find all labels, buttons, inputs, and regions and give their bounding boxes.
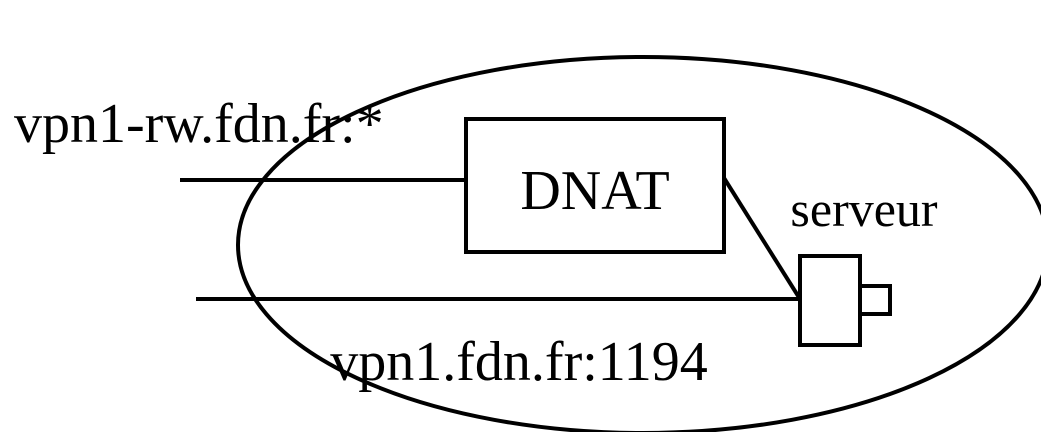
server-label: serveur [790,181,937,237]
rw-endpoint-label: vpn1-rw.fdn.fr:* [14,93,384,155]
endpoint-label: vpn1.fdn.fr:1194 [330,331,707,393]
server-icon [798,254,892,347]
network-boundary-ellipse [236,55,1041,432]
dnat-label: DNAT [520,160,669,222]
dnat-to-server-line [722,176,802,301]
dnat-box [464,117,726,254]
